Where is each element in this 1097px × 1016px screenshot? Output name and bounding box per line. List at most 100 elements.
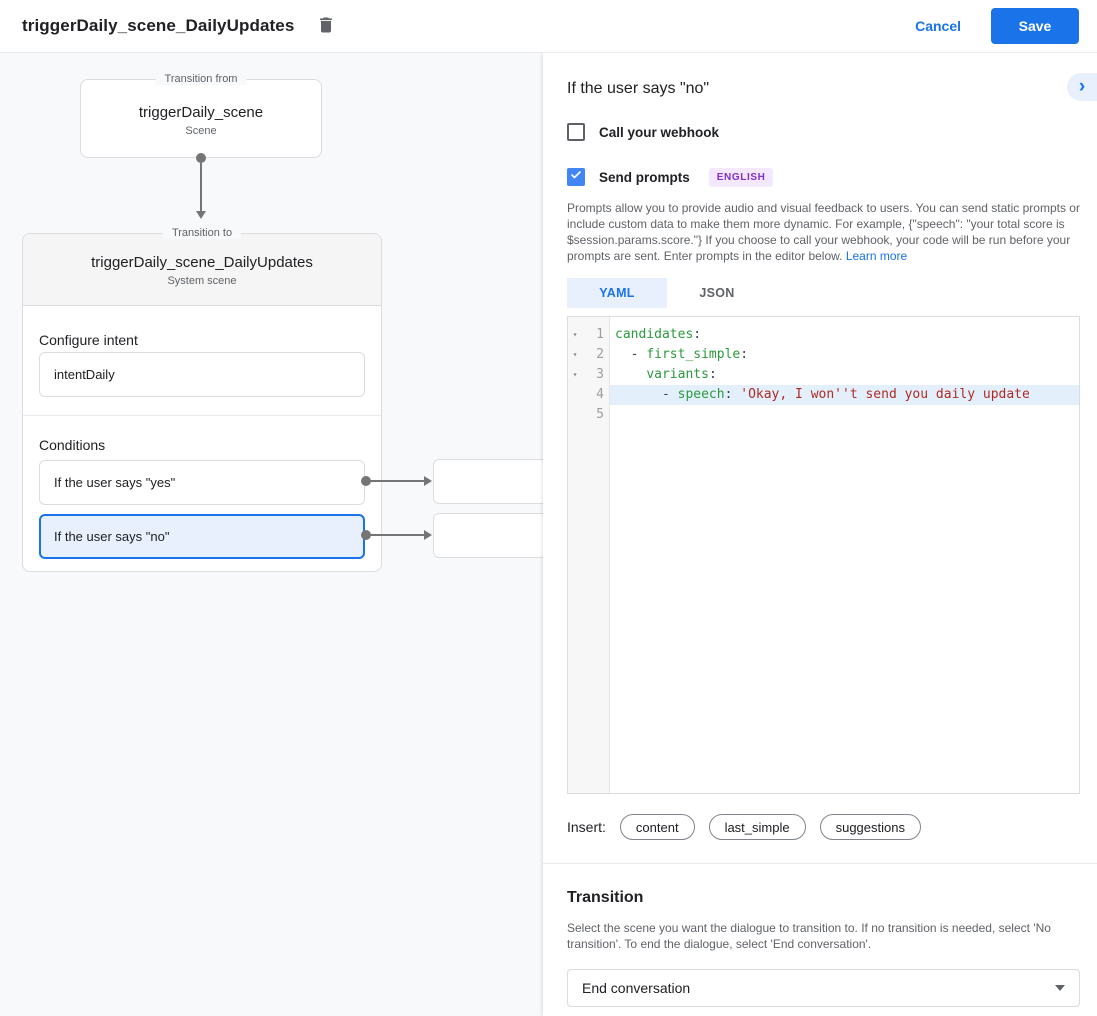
- yaml-punct: :: [724, 387, 741, 402]
- prompts-row: Send prompts ENGLISH: [567, 167, 1080, 187]
- save-button[interactable]: Save: [991, 8, 1079, 44]
- insert-row: Insert: content last_simple suggestions: [567, 814, 1080, 840]
- connector-line: [366, 534, 424, 536]
- to-scene-body: Configure intent intentDaily Conditions …: [23, 306, 381, 571]
- send-prompts-checkbox[interactable]: [567, 168, 585, 186]
- line-number: 1: [596, 327, 604, 342]
- learn-more-link[interactable]: Learn more: [845, 249, 908, 263]
- connector-dot: [361, 476, 371, 486]
- insert-chip-content[interactable]: content: [619, 814, 695, 840]
- gutter-row: ▾ 3: [568, 365, 609, 385]
- webhook-label: Call your webhook: [599, 124, 720, 140]
- connector-dot: [361, 530, 371, 540]
- cancel-button[interactable]: Cancel: [915, 18, 961, 34]
- gutter-row: 5: [568, 405, 609, 425]
- condition-no-target-node[interactable]: [433, 513, 543, 558]
- code-area[interactable]: candidates: - first_simple: variants: - …: [610, 317, 1079, 793]
- prompts-description: Prompts allow you to provide audio and v…: [567, 200, 1080, 264]
- yaml-indent: [615, 367, 646, 382]
- page-title: triggerDaily_scene_DailyUpdates: [22, 16, 295, 35]
- webhook-checkbox[interactable]: [567, 123, 585, 141]
- connector-line: [200, 163, 202, 211]
- yaml-punct: -: [615, 387, 678, 402]
- condition-item-no[interactable]: If the user says "no": [39, 514, 365, 559]
- topbar: triggerDaily_scene_DailyUpdates Cancel S…: [0, 0, 1097, 53]
- line-number: 5: [596, 407, 604, 422]
- connector-line: [366, 480, 424, 482]
- line-number: 2: [596, 347, 604, 362]
- from-scene-type: Scene: [185, 125, 217, 137]
- card-divider: [23, 415, 381, 416]
- webhook-row: Call your webhook: [567, 122, 1080, 142]
- transition-from-card[interactable]: Transition from triggerDaily_scene Scene: [80, 73, 322, 158]
- gutter-row: 4: [568, 385, 609, 405]
- tab-yaml[interactable]: YAML: [567, 278, 667, 308]
- scene-diagram-panel: Transition from triggerDaily_scene Scene…: [0, 53, 543, 1016]
- insert-label: Insert:: [567, 819, 606, 835]
- delete-scene-button[interactable]: [314, 14, 338, 38]
- transition-dropdown[interactable]: End conversation: [567, 969, 1080, 1007]
- send-prompts-label: Send prompts: [599, 169, 690, 185]
- transition-to-card: Transition to triggerDaily_scene_DailyUp…: [22, 227, 382, 572]
- insert-chip-suggestions[interactable]: suggestions: [819, 814, 921, 840]
- condition-detail-panel: › If the user says "no" Call your webhoo…: [543, 53, 1097, 1016]
- insert-chip-last-simple[interactable]: last_simple: [708, 814, 806, 840]
- to-scene-header: triggerDaily_scene_DailyUpdates System s…: [23, 234, 381, 306]
- arrow-right-icon: [424, 476, 432, 486]
- fold-toggle-icon[interactable]: ▾: [572, 330, 578, 339]
- transition-description: Select the scene you want the dialogue t…: [567, 921, 1051, 951]
- editor-format-tabs: YAML JSON: [567, 278, 1080, 308]
- editor-gutter: ▾ 1 ▾ 2 ▾ 3 4 5: [568, 317, 610, 793]
- gutter-row: ▾ 2: [568, 345, 609, 365]
- trash-icon: [316, 15, 336, 38]
- condition-item-yes[interactable]: If the user says "yes": [39, 460, 365, 505]
- yaml-punct: :: [693, 327, 702, 342]
- to-scene-type: System scene: [167, 275, 237, 287]
- collapse-panel-button[interactable]: ›: [1067, 73, 1097, 101]
- line-number: 4: [596, 387, 604, 402]
- condition-no-label: If the user says "no": [54, 529, 170, 544]
- checkmark-icon: [570, 168, 582, 186]
- chevron-right-icon: ›: [1078, 75, 1086, 97]
- topbar-actions: Cancel Save: [915, 8, 1079, 44]
- dropdown-caret-icon: [1055, 985, 1065, 991]
- condition-yes-target-node[interactable]: [433, 459, 543, 504]
- yaml-key: first_simple: [646, 347, 741, 362]
- yaml-string: 'Okay, I won''t send you daily update: [740, 387, 1030, 402]
- code-line-2: - first_simple:: [610, 345, 1079, 365]
- code-line-5: [610, 405, 1079, 425]
- fold-toggle-icon[interactable]: ▾: [572, 350, 578, 359]
- topbar-left: triggerDaily_scene_DailyUpdates: [22, 14, 338, 38]
- transition-dropdown-value: End conversation: [582, 980, 691, 996]
- yaml-key: variants: [646, 367, 709, 382]
- configure-intent-label: Configure intent: [39, 332, 138, 348]
- to-scene-title: triggerDaily_scene_DailyUpdates: [91, 254, 313, 271]
- prompts-description-text: Prompts allow you to provide audio and v…: [567, 201, 1080, 263]
- from-scene-title: triggerDaily_scene: [138, 104, 264, 121]
- yaml-punct: :: [708, 367, 717, 382]
- intent-value: intentDaily: [54, 367, 115, 382]
- condition-detail-title: If the user says "no": [567, 80, 710, 97]
- prompt-code-editor: ▾ 1 ▾ 2 ▾ 3 4 5 candidates: - first_sim: [567, 316, 1080, 794]
- line-number: 3: [596, 367, 604, 382]
- tab-json[interactable]: JSON: [667, 278, 767, 308]
- language-badge: ENGLISH: [708, 167, 774, 187]
- arrow-down-icon: [196, 211, 206, 219]
- code-line-3: variants:: [610, 365, 1079, 385]
- transition-from-label: Transition from: [155, 73, 247, 85]
- connector-dot: [196, 153, 206, 163]
- condition-yes-label: If the user says "yes": [54, 475, 176, 490]
- transition-to-label: Transition to: [162, 227, 242, 239]
- gutter-row: ▾ 1: [568, 325, 609, 345]
- yaml-key: speech: [677, 387, 725, 402]
- intent-field[interactable]: intentDaily: [39, 352, 365, 397]
- fold-toggle-icon[interactable]: ▾: [572, 370, 578, 379]
- section-divider: [543, 863, 1097, 864]
- code-line-4-active: - speech: 'Okay, I won''t send you daily…: [610, 385, 1079, 405]
- transition-section-title: Transition: [567, 889, 644, 906]
- arrow-right-icon: [424, 530, 432, 540]
- yaml-punct: :: [740, 347, 749, 362]
- conditions-label: Conditions: [39, 437, 106, 453]
- yaml-punct: -: [615, 347, 647, 362]
- code-line-1: candidates:: [610, 325, 1079, 345]
